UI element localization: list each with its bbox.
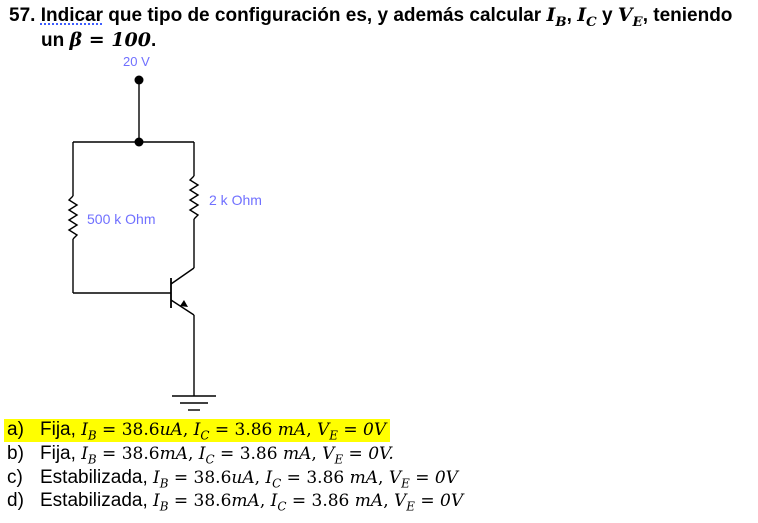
circuit-diagram: 20 V 500 k Ohm 2 k Ohm xyxy=(67,54,262,411)
question-line2-prefix: un xyxy=(41,30,70,51)
option-a-letter: a) xyxy=(7,419,24,440)
ve-symbol: VE xyxy=(617,4,643,30)
option-b-name: Fija, xyxy=(40,443,76,464)
resistor-rb xyxy=(67,195,79,240)
option-c-letter: c) xyxy=(7,467,23,488)
question-text: que tipo de configuración es, y además c… xyxy=(103,5,547,26)
question-tail: , teniendo xyxy=(642,5,733,26)
question-line-1: 57. Indicar que tipo de configuración es… xyxy=(9,4,733,30)
question-word-indicar: Indicar xyxy=(40,5,104,26)
option-d[interactable]: d) Estabilizada, IB = 38.6mA, IC = 3.86 m… xyxy=(4,490,467,513)
rb-label: 500 k Ohm xyxy=(87,211,155,227)
option-c-name: Estabilizada, xyxy=(40,467,148,488)
option-a-expression: IB = 38.6uA, IC = 3.86 mA, VE = 0V xyxy=(81,420,387,443)
junction-node xyxy=(134,137,144,147)
transistor-collector xyxy=(170,267,195,285)
resistor-rc xyxy=(188,175,200,220)
option-a-name: Fija, xyxy=(40,419,76,440)
supply-node xyxy=(134,75,144,85)
question-y: y xyxy=(596,5,618,26)
supply-label: 20 V xyxy=(123,54,150,69)
option-d-letter: d) xyxy=(7,490,24,511)
option-d-expression: IB = 38.6mA, IC = 3.86 mA, VE = 0V xyxy=(153,491,464,514)
beta-expression: β = 100 xyxy=(69,29,151,51)
option-b-expression: IB = 38.6mA, IC = 3.86 mA, VE = 0V. xyxy=(81,444,394,467)
emitter-arrow xyxy=(180,300,188,307)
question-line-2: un β = 100. xyxy=(41,29,156,52)
option-c-expression: IB = 38.6uA, IC = 3.86 mA, VE = 0V xyxy=(153,468,458,491)
option-d-name: Estabilizada, xyxy=(40,490,148,511)
circuit-wires xyxy=(67,80,216,411)
option-b-letter: b) xyxy=(7,443,24,464)
transistor-emitter xyxy=(170,299,195,316)
ic-symbol: IC xyxy=(577,4,597,30)
option-c[interactable]: c) Estabilizada, IB = 38.6uA, IC = 3.86 m… xyxy=(4,467,462,490)
option-a[interactable]: a) Fija, IB = 38.6uA, IC = 3.86 mA, VE = … xyxy=(4,419,391,443)
question-number: 57. xyxy=(9,5,36,26)
ib-symbol: IB xyxy=(546,4,567,30)
question-line2-suffix: . xyxy=(150,30,157,51)
rc-label: 2 k Ohm xyxy=(209,192,262,208)
option-b[interactable]: b) Fija, IB = 38.6mA, IC = 3.86 mA, VE = … xyxy=(4,443,398,466)
